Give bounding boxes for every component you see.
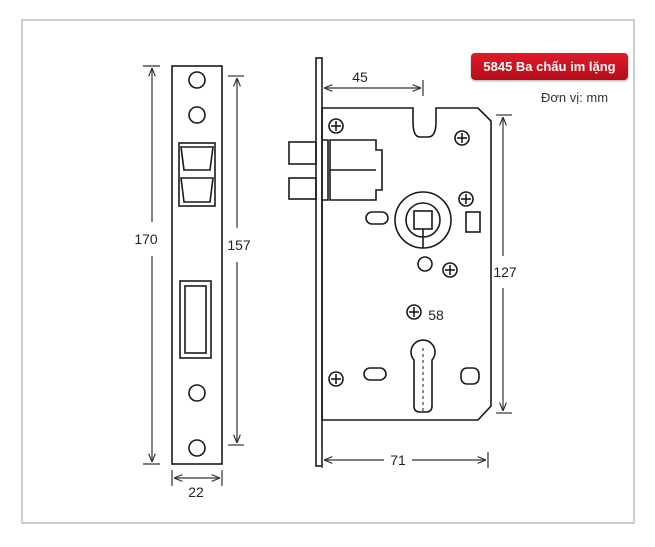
lock-body (288, 57, 492, 467)
faceplate-screw-hole-upper (188, 106, 206, 124)
product-badge: 5845 Ba chấu im lặng (471, 53, 628, 80)
frame-border (21, 19, 635, 524)
spindle-square (413, 210, 433, 230)
dim-faceplate-width (171, 470, 223, 486)
dim-body-width (321, 452, 489, 468)
case-screw-middle (442, 262, 458, 278)
forend-plate (315, 57, 323, 467)
cylinder-hole (410, 339, 436, 413)
dim-58-label: 58 (428, 307, 444, 323)
dim-22-label: 22 (188, 484, 204, 500)
dim-170-label: 170 (134, 231, 158, 247)
faceplate-screw-hole-lower (188, 384, 206, 402)
case-screw-top-right (454, 130, 470, 146)
case-screw-hub-right (458, 191, 474, 207)
dim-45-label: 45 (352, 69, 368, 85)
case-screw-bottom-left (328, 371, 344, 387)
latch-mechanism (329, 139, 383, 201)
dim-body-height (496, 114, 512, 414)
latch-bolt-lower (288, 177, 317, 200)
case-hole (417, 256, 433, 272)
case-slot-bottom-right (460, 367, 480, 385)
faceplate-outline (171, 65, 223, 465)
deadbolt (184, 285, 207, 354)
latch-tongue-upper (180, 146, 214, 171)
dim-backset (321, 80, 424, 96)
latch-bolt-upper (288, 141, 317, 165)
case-screw-top-left (328, 118, 344, 134)
case-screw-centre (406, 304, 422, 320)
dim-157-label: 157 (227, 237, 251, 253)
dim-faceplate-height (143, 65, 160, 465)
faceplate-screw-hole-bottom (188, 439, 206, 457)
unit-label: Đơn vị: mm (541, 90, 609, 105)
case-outline (321, 107, 492, 421)
dim-71-label: 71 (390, 452, 406, 468)
case-slot-bottom-left (363, 367, 387, 381)
case-slot-left (365, 211, 389, 225)
faceplate (171, 65, 223, 465)
latch-opening (178, 142, 216, 207)
dim-hole-spacing (228, 75, 244, 446)
latch-tongue-lower (180, 177, 214, 203)
latch-slot (322, 139, 329, 201)
case-slot-right (465, 211, 481, 233)
dim-127-label: 127 (493, 264, 517, 280)
faceplate-screw-hole-top (188, 71, 206, 89)
deadbolt-opening (179, 280, 212, 359)
